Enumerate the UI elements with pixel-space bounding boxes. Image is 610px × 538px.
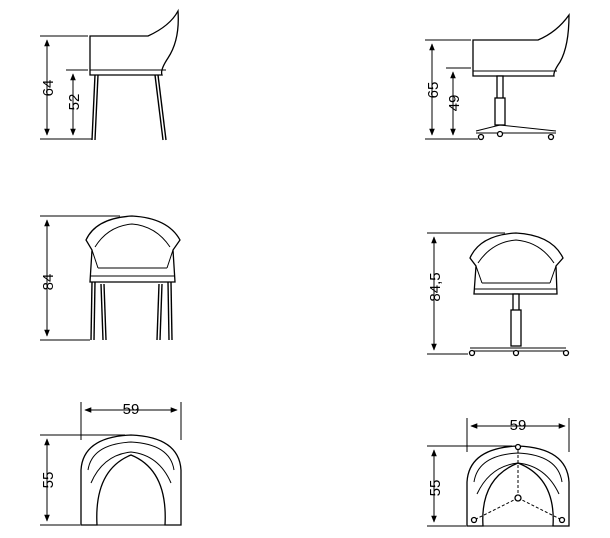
chair-b-front-view: 84,5	[427, 232, 570, 357]
chair-b-top-view: 59 55	[427, 417, 570, 527]
chair-a-side-view: 64 52	[40, 8, 179, 141]
chair-b-side-dimension-seat: 49	[446, 67, 471, 136]
chair-a-front-view: 84	[40, 215, 181, 341]
chair-a-top-width-label: 59	[123, 401, 140, 418]
chair-a-top-drawing	[80, 434, 182, 526]
chair-b-front-height-total-label: 84,5	[427, 272, 444, 301]
chair-a-front-height-total-label: 84	[40, 274, 57, 291]
chair-b-top-drawing	[466, 443, 570, 527]
chair-b-top-dimension-depth: 55	[427, 445, 512, 527]
chair-a-top-depth-label: 55	[40, 472, 57, 489]
chair-a-top-view: 59 55	[40, 401, 182, 526]
chair-b-top-depth-label: 55	[427, 480, 444, 497]
chair-a-side-dimension-total: 64	[40, 35, 92, 140]
chair-a-front-dimension-total: 84	[40, 215, 120, 341]
chair-b-side-height-total-label: 65	[425, 82, 442, 99]
chair-b-side-drawing	[472, 12, 570, 141]
chair-a-top-dimension-width: 59	[80, 401, 182, 440]
chair-a-side-height-seat-label: 52	[66, 94, 83, 111]
chair-b-side-dimension-total: 65	[425, 39, 478, 140]
chair-a-side-dimension-seat: 52	[66, 69, 88, 136]
chair-a-side-height-total-label: 64	[40, 80, 57, 97]
chair-a-side-drawing	[89, 8, 179, 141]
chair-b-front-dimension-total: 84,5	[427, 232, 505, 355]
chair-b-top-dimension-width: 59	[466, 417, 570, 452]
chair-b-side-view: 65 49	[425, 12, 570, 141]
chair-a-top-dimension-depth: 55	[40, 434, 125, 526]
chair-b-front-drawing	[468, 232, 570, 357]
chair-b-side-height-seat-label: 49	[446, 95, 463, 112]
chair-b-top-width-label: 59	[510, 417, 527, 434]
chair-a-front-drawing	[85, 215, 181, 341]
